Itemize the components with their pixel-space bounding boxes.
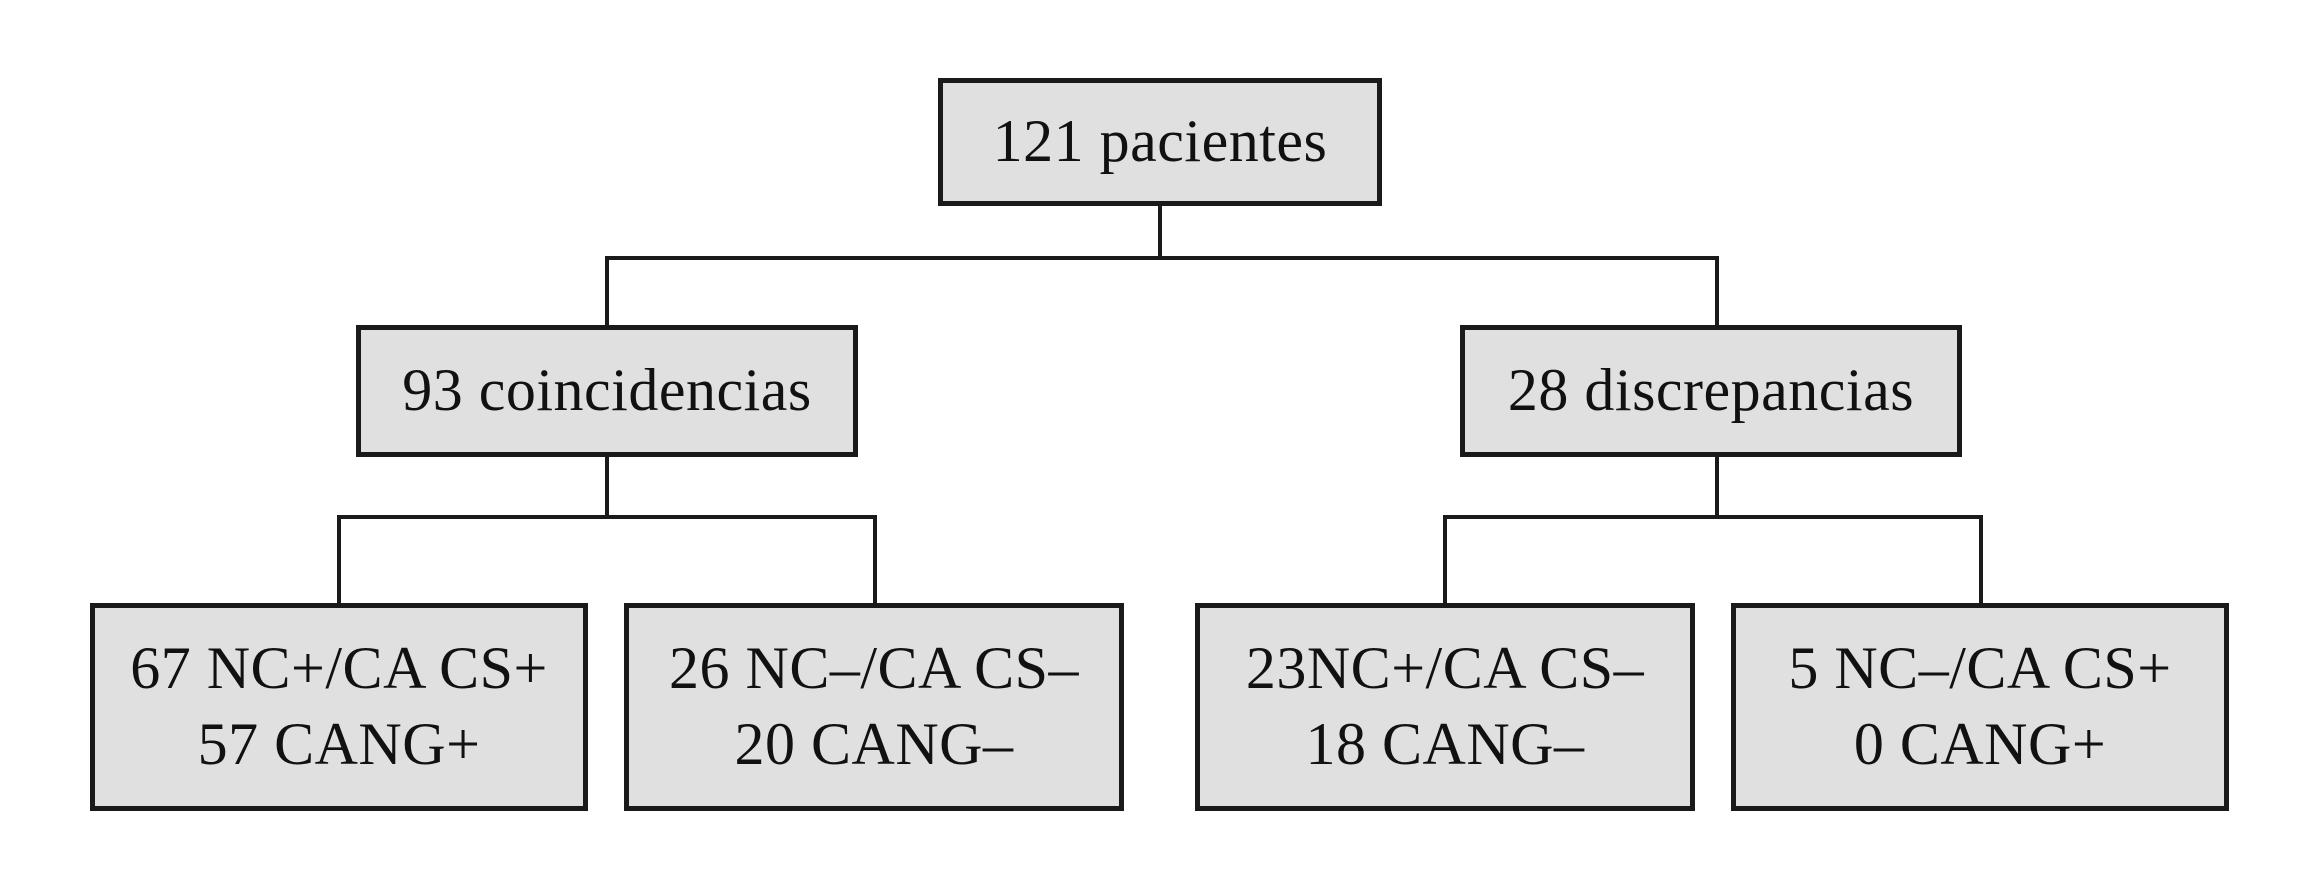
node-concordant-negative: 26 NC–/CA CS– 20 CANG– xyxy=(624,603,1124,811)
connector-left-subtree-horizontal xyxy=(337,515,877,519)
connector-level1-right-drop xyxy=(1715,256,1719,325)
node-discrepancias: 28 discrepancias xyxy=(1460,325,1962,457)
node-total-patients: 121 pacientes xyxy=(938,78,1382,206)
node-discordant-nc-positive: 23NC+/CA CS– 18 CANG– xyxy=(1195,603,1695,811)
node-discordant-nc-negative-line1: 5 NC–/CA CS+ xyxy=(1788,635,2172,702)
node-concordant-positive: 67 NC+/CA CS+ 57 CANG+ xyxy=(90,603,588,811)
node-total-patients-label: 121 pacientes xyxy=(992,108,1328,175)
connector-root-drop xyxy=(1158,206,1162,260)
node-concordant-positive-line2: 57 CANG+ xyxy=(197,711,481,777)
node-discrepancias-label: 28 discrepancias xyxy=(1507,357,1915,424)
connector-discrepancias-drop xyxy=(1715,457,1719,519)
connector-right-subtree-horizontal xyxy=(1443,515,1983,519)
connector-coincidencias-drop xyxy=(605,457,609,519)
node-concordant-positive-line1: 67 NC+/CA CS+ xyxy=(130,635,548,702)
node-discordant-nc-negative-line2: 0 CANG+ xyxy=(1853,711,2107,777)
node-discordant-nc-positive-line1: 23NC+/CA CS– xyxy=(1245,635,1645,702)
connector-left-subtree-drop-1 xyxy=(337,515,341,603)
connector-left-subtree-drop-2 xyxy=(873,515,877,603)
node-coincidencias: 93 coincidencias xyxy=(356,325,858,457)
node-coincidencias-label: 93 coincidencias xyxy=(402,357,812,424)
connector-level1-horizontal xyxy=(605,256,1719,260)
connector-right-subtree-drop-1 xyxy=(1443,515,1447,603)
node-discordant-nc-negative: 5 NC–/CA CS+ 0 CANG+ xyxy=(1731,603,2229,811)
node-concordant-negative-line1: 26 NC–/CA CS– xyxy=(669,635,1079,702)
connector-level1-left-drop xyxy=(605,256,609,325)
node-discordant-nc-positive-line2: 18 CANG– xyxy=(1305,711,1585,777)
connector-right-subtree-drop-2 xyxy=(1979,515,1983,603)
node-concordant-negative-line2: 20 CANG– xyxy=(734,711,1014,777)
